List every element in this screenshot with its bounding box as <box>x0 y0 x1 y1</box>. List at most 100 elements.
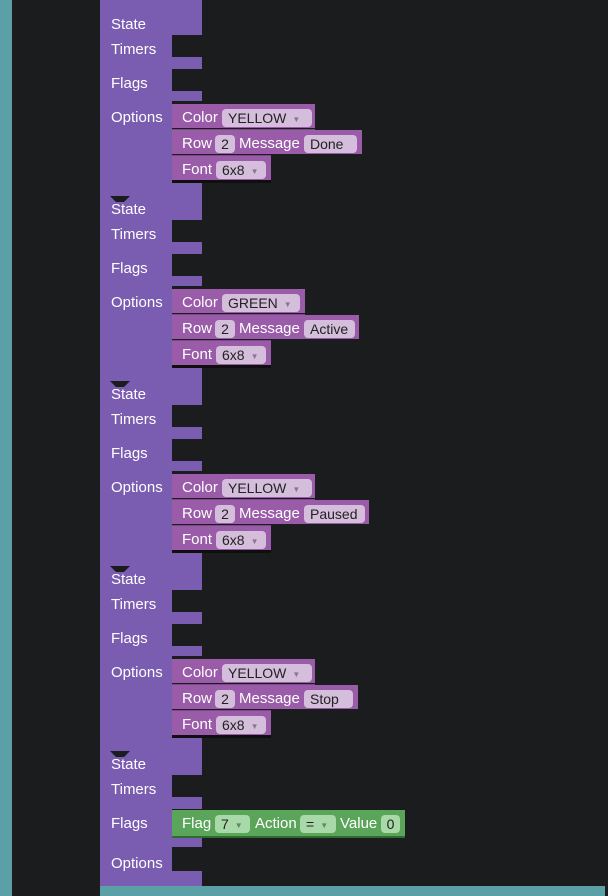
row-label: Row <box>182 505 213 522</box>
dropdown-arrow-icon: ▼ <box>250 352 259 361</box>
row-field[interactable]: 2 <box>215 505 235 523</box>
font-label: Font <box>182 531 213 548</box>
slot-notch <box>172 646 202 652</box>
flags-label: Flags <box>111 815 148 832</box>
flags-label: Flags <box>111 445 148 462</box>
value-label: Value <box>340 815 378 832</box>
state-label: State <box>111 201 147 218</box>
dropdown-arrow-icon: ▼ <box>250 722 259 731</box>
block-connector-notch <box>110 566 130 572</box>
statement-input-slot <box>172 220 202 242</box>
font-dropdown[interactable]: 6x8▼ <box>216 531 266 549</box>
flag-label: Flag <box>182 815 212 832</box>
timers-label: Timers <box>111 226 157 243</box>
dropdown-arrow-icon: ▼ <box>283 300 292 309</box>
statement-input-slot <box>172 775 202 797</box>
font-dropdown[interactable]: 6x8▼ <box>216 716 266 734</box>
option-separator <box>172 710 271 711</box>
message-label: Message <box>239 690 300 707</box>
state-block-body <box>100 196 170 381</box>
workspace-frame-bottom <box>100 886 605 896</box>
dropdown-arrow-icon: ▼ <box>292 115 301 124</box>
statement-input-slot <box>172 847 202 871</box>
slot-notch <box>172 91 202 97</box>
option-separator <box>172 314 305 315</box>
message-label: Message <box>239 505 300 522</box>
block-connector-notch <box>110 196 130 202</box>
state-label: State <box>111 386 147 403</box>
message-label: Message <box>239 135 300 152</box>
dropdown-arrow-icon: ▼ <box>292 670 301 679</box>
blockly-workspace[interactable]: State Timers Flags Options Color YELLOW▼… <box>12 0 608 886</box>
option-stack-shadow <box>172 180 271 183</box>
option-separator <box>172 155 271 156</box>
row-field[interactable]: 2 <box>215 135 235 153</box>
flags-label: Flags <box>111 260 148 277</box>
timers-label: Timers <box>111 781 157 798</box>
slot-notch <box>172 242 202 248</box>
dropdown-arrow-icon: ▼ <box>320 821 329 830</box>
options-label: Options <box>111 109 163 126</box>
flag-dropdown[interactable]: 7▼ <box>215 815 250 833</box>
message-label: Message <box>239 320 300 337</box>
block-connector-notch <box>110 381 130 387</box>
font-label: Font <box>182 346 213 363</box>
color-dropdown[interactable]: GREEN▼ <box>222 294 300 312</box>
row-field[interactable]: 2 <box>215 690 235 708</box>
options-label: Options <box>111 664 163 681</box>
font-dropdown[interactable]: 6x8▼ <box>216 346 266 364</box>
state-block-body <box>100 381 170 566</box>
state-label: State <box>111 16 147 33</box>
flags-label: Flags <box>111 630 148 647</box>
color-label: Color <box>182 664 218 681</box>
option-separator <box>172 129 315 130</box>
timers-label: Timers <box>111 41 157 58</box>
font-dropdown[interactable]: 6x8▼ <box>216 161 266 179</box>
slot-notch <box>172 276 202 282</box>
slot-notch <box>172 797 202 803</box>
message-field[interactable]: Active <box>304 320 355 338</box>
options-label: Options <box>111 479 163 496</box>
action-label: Action <box>255 815 297 832</box>
state-label: State <box>111 571 147 588</box>
option-separator <box>172 340 271 341</box>
state-block-body <box>100 751 170 886</box>
options-label: Options <box>111 855 163 872</box>
slot-notch <box>172 427 202 433</box>
options-label: Options <box>111 294 163 311</box>
color-label: Color <box>182 109 218 126</box>
message-field[interactable]: Stop <box>304 690 353 708</box>
block-canvas <box>100 0 405 886</box>
workspace-frame-left <box>0 0 12 896</box>
row-label: Row <box>182 690 213 707</box>
statement-input-slot <box>172 69 202 91</box>
timers-label: Timers <box>111 411 157 428</box>
color-dropdown[interactable]: YELLOW▼ <box>222 109 312 127</box>
color-label: Color <box>182 294 218 311</box>
row-field[interactable]: 2 <box>215 320 235 338</box>
statement-input-slot <box>172 405 202 427</box>
flag-block-shadow <box>172 836 405 838</box>
value-field[interactable]: 0 <box>381 815 400 833</box>
row-label: Row <box>182 135 213 152</box>
statement-input-slot <box>172 254 202 276</box>
action-dropdown[interactable]: =▼ <box>300 815 336 833</box>
statement-input-slot <box>172 624 202 646</box>
color-dropdown[interactable]: YELLOW▼ <box>222 664 312 682</box>
message-field[interactable]: Done <box>304 135 357 153</box>
dropdown-arrow-icon: ▼ <box>234 821 243 830</box>
option-stack-shadow <box>172 550 271 553</box>
option-stack-shadow <box>172 735 271 738</box>
color-label: Color <box>182 479 218 496</box>
state-block-body <box>100 0 170 196</box>
state-block-body <box>100 566 170 751</box>
option-stack-shadow <box>172 365 271 368</box>
slot-notch <box>172 461 202 467</box>
state-label: State <box>111 756 147 773</box>
color-dropdown[interactable]: YELLOW▼ <box>222 479 312 497</box>
message-field[interactable]: Paused <box>304 505 365 523</box>
slot-notch <box>172 612 202 618</box>
dropdown-arrow-icon: ▼ <box>250 537 259 546</box>
option-separator <box>172 499 315 500</box>
option-separator <box>172 684 315 685</box>
